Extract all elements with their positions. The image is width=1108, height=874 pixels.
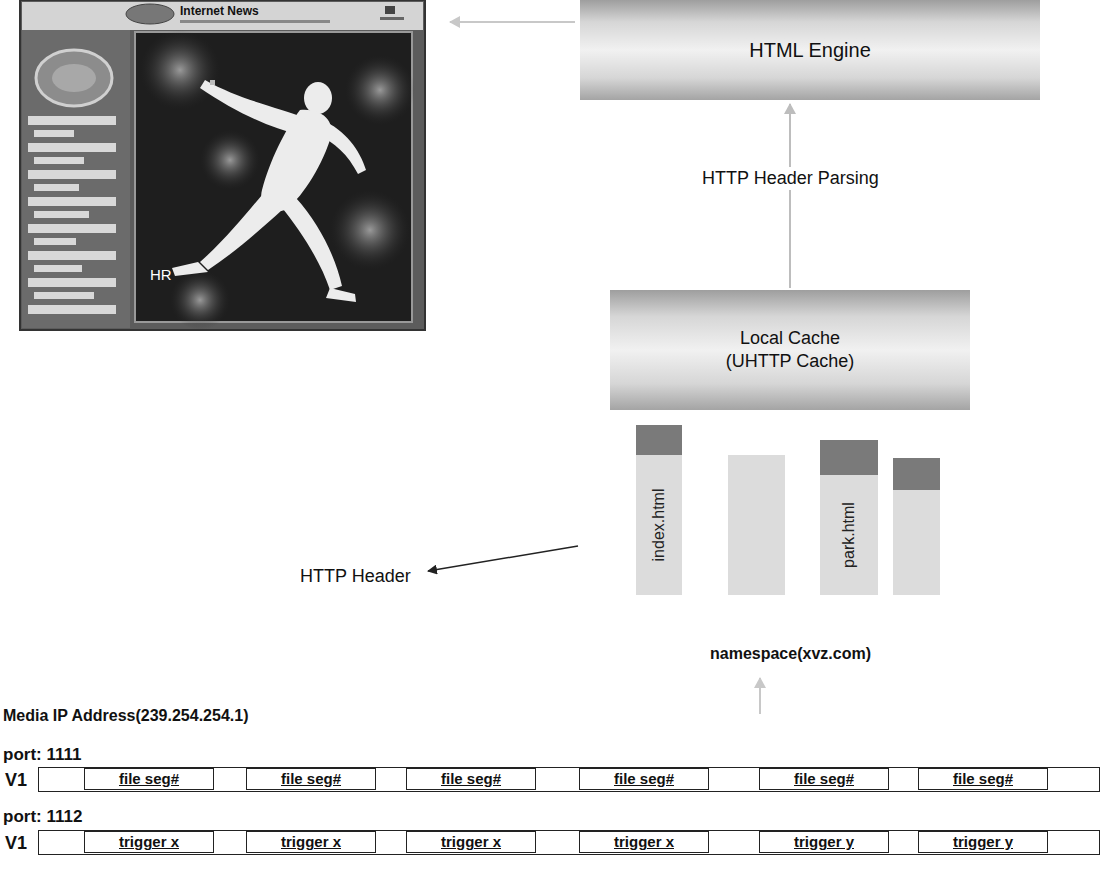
segment-box: trigger x	[84, 831, 214, 853]
stream-label: V1	[5, 832, 27, 853]
port-label: port: 1111	[3, 745, 81, 765]
namespace-label: namespace(xvz.com)	[710, 645, 871, 663]
segment-label: file seg#	[115, 770, 183, 788]
layer-band: Local Cache (UHTTP Cache)	[610, 290, 970, 410]
segment-label: trigger y	[790, 833, 858, 851]
layer-band: HTML Engine	[580, 0, 1040, 100]
segment-box: trigger y	[759, 831, 889, 853]
file-name: park.html	[840, 502, 858, 568]
file-column	[893, 458, 940, 595]
band-title: Local Cache (UHTTP Cache)	[715, 327, 865, 374]
faint-arrow	[759, 678, 761, 714]
segment-label: trigger y	[949, 833, 1017, 851]
stream-row: V1trigger xtrigger xtrigger xtrigger xtr…	[38, 830, 1100, 855]
connector-label: HTTP Header Parsing	[698, 167, 883, 190]
segment-label: file seg#	[610, 770, 678, 788]
band-title: HTML Engine	[749, 37, 871, 63]
segment-label: file seg#	[277, 770, 345, 788]
segment-box: file seg#	[579, 768, 709, 790]
segment-label: file seg#	[437, 770, 505, 788]
file-column: park.html	[820, 440, 878, 595]
web-screenshot	[20, 0, 425, 330]
segment-label: trigger x	[277, 833, 345, 851]
segment-box: trigger x	[246, 831, 376, 853]
port-label: port: 1112	[3, 807, 82, 827]
segment-label: file seg#	[790, 770, 858, 788]
segment-box: file seg#	[246, 768, 376, 790]
header-block	[893, 458, 940, 490]
address-label: Media IP Address(239.254.254.1)	[3, 707, 248, 725]
page-title: Internet News	[180, 4, 259, 18]
segment-box: file seg#	[406, 768, 536, 790]
segment-box: trigger y	[918, 831, 1048, 853]
segment-label: trigger x	[437, 833, 505, 851]
file-column	[728, 455, 785, 595]
segment-label: trigger x	[610, 833, 678, 851]
segment-label: file seg#	[949, 770, 1017, 788]
stream-row: V1file seg#file seg#file seg#file seg#fi…	[38, 767, 1100, 792]
segment-box: file seg#	[918, 768, 1048, 790]
callout-label: HTTP Header	[300, 566, 411, 587]
connector	[789, 104, 791, 288]
overlay-text: HR	[150, 266, 172, 283]
leader-line	[428, 546, 578, 571]
segment-box: trigger x	[406, 831, 536, 853]
segment-label: trigger x	[115, 833, 183, 851]
stream-label: V1	[5, 769, 27, 790]
segment-box: file seg#	[759, 768, 889, 790]
file-column: index.html	[636, 425, 682, 595]
faint-arrow	[450, 21, 575, 23]
segment-box: file seg#	[84, 768, 214, 790]
file-name: index.html	[650, 489, 668, 562]
segment-box: trigger x	[579, 831, 709, 853]
